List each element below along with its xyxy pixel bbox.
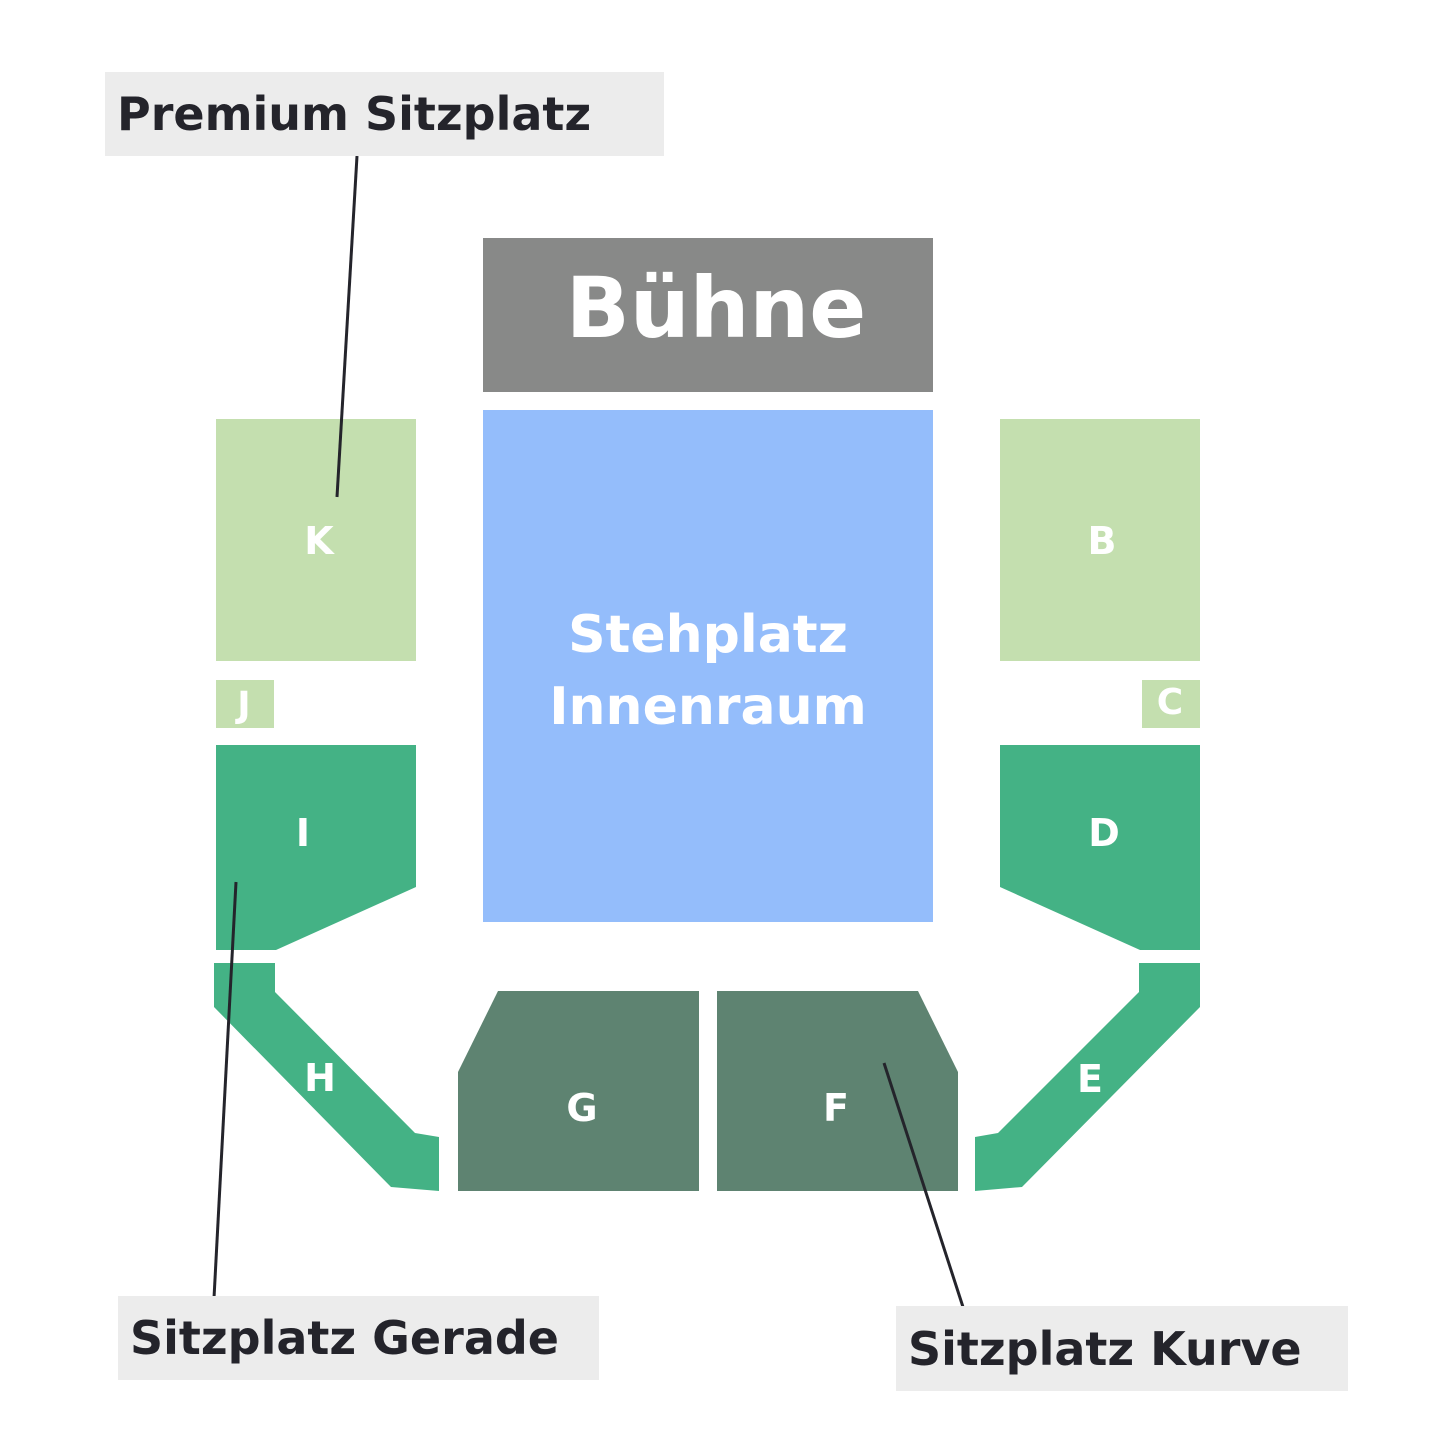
legend-premium-text: Premium Sitzplatz bbox=[117, 87, 592, 141]
legend-straight-text: Sitzplatz Gerade bbox=[130, 1311, 559, 1365]
leader-line-straight bbox=[212, 881, 238, 1299]
block-g-label: G bbox=[566, 1086, 597, 1130]
legend-straight: Sitzplatz Gerade bbox=[118, 1296, 599, 1380]
leader-line-curve bbox=[882, 1062, 965, 1308]
legend-curve-text: Sitzplatz Kurve bbox=[908, 1321, 1302, 1376]
block-e[interactable] bbox=[975, 963, 1200, 1191]
block-k-label: K bbox=[304, 519, 335, 563]
block-i[interactable] bbox=[216, 745, 416, 950]
block-b[interactable] bbox=[1000, 419, 1200, 661]
floor-label-line1: Stehplatz bbox=[568, 605, 848, 665]
stage-label: Bühne bbox=[566, 259, 866, 357]
block-k[interactable] bbox=[216, 419, 416, 661]
legend-curve: Sitzplatz Kurve bbox=[896, 1306, 1348, 1391]
block-e-label: E bbox=[1077, 1057, 1103, 1101]
leader-line-premium bbox=[335, 155, 359, 498]
block-h-label: H bbox=[304, 1056, 336, 1100]
block-b-label: B bbox=[1088, 519, 1117, 563]
legend-premium: Premium Sitzplatz bbox=[105, 72, 664, 156]
block-f-label: F bbox=[823, 1086, 849, 1130]
block-f[interactable] bbox=[717, 991, 958, 1191]
block-g[interactable] bbox=[458, 991, 699, 1191]
floor-area[interactable] bbox=[483, 410, 933, 922]
block-j[interactable] bbox=[216, 680, 274, 728]
block-d-label: D bbox=[1088, 811, 1120, 855]
floor-label-line2: Innenraum bbox=[549, 677, 867, 737]
block-d[interactable] bbox=[1000, 745, 1200, 950]
block-j-label: J bbox=[234, 685, 250, 726]
block-h[interactable] bbox=[214, 963, 439, 1191]
block-c[interactable] bbox=[1142, 680, 1200, 728]
block-i-label: I bbox=[296, 811, 310, 855]
stage-area[interactable] bbox=[483, 238, 933, 392]
block-c-label: C bbox=[1157, 682, 1183, 723]
